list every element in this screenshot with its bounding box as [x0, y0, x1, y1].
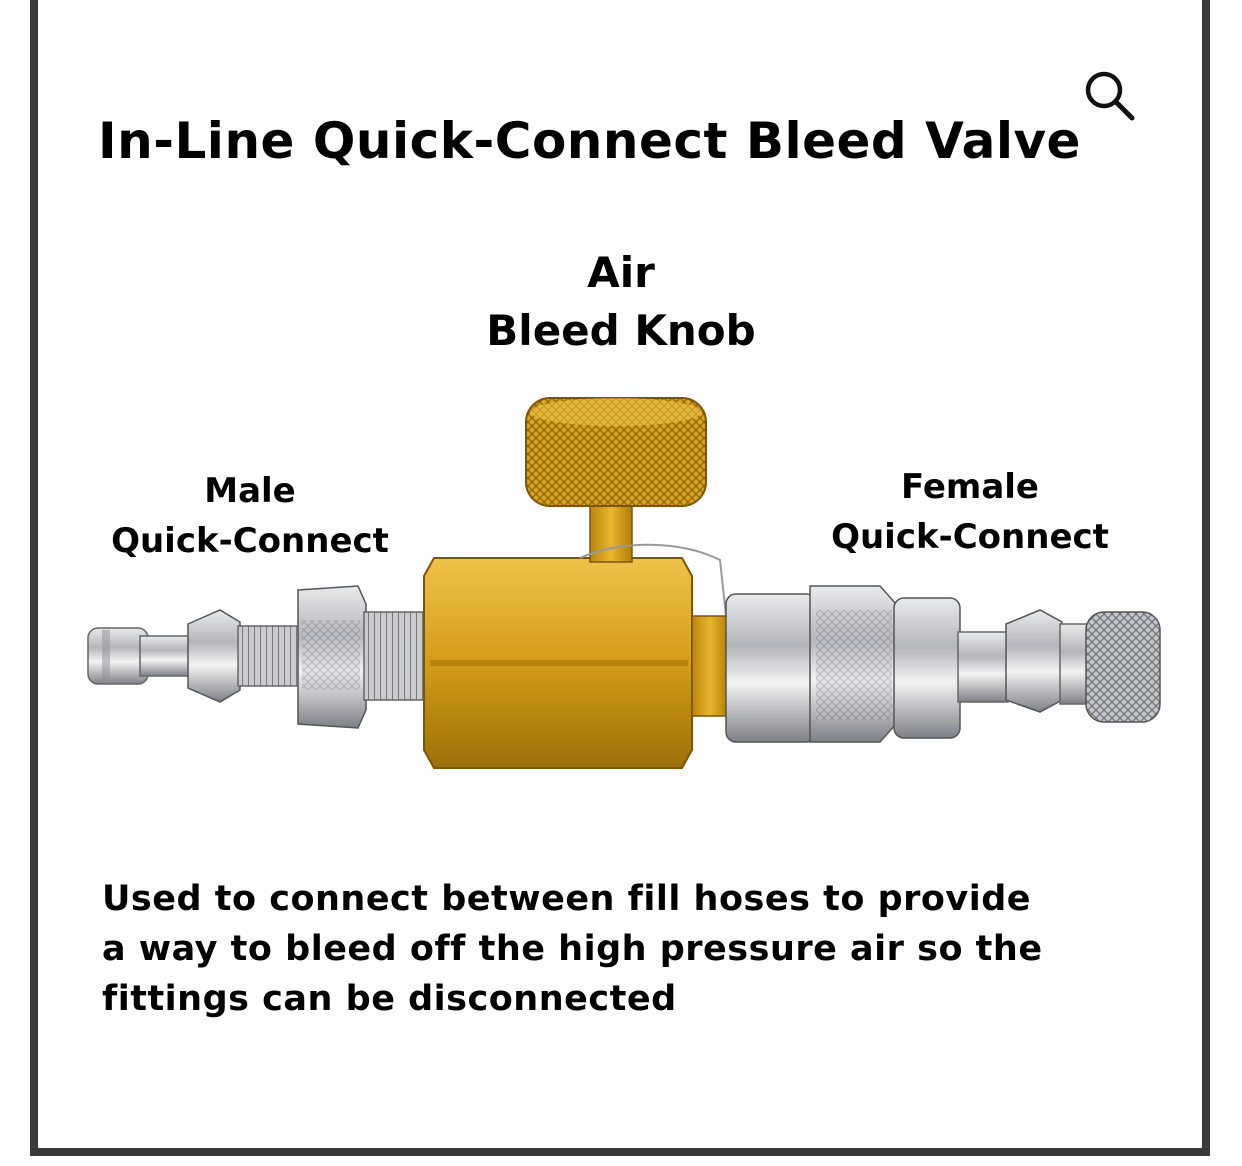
air-bleed-knob-label: Air Bleed Knob — [486, 248, 756, 355]
male-quick-connect-label: Male Quick-Connect — [111, 471, 389, 561]
bleed-valve-photo — [87, 397, 1161, 769]
female-quick-connect-label: Female Quick-Connect — [831, 467, 1109, 557]
product-description: Used to connect between fill hoses to pr… — [102, 879, 1043, 1019]
magnifier-icon — [1085, 71, 1135, 121]
zoom-button[interactable] — [1078, 64, 1140, 126]
product-title: In-Line Quick-Connect Bleed Valve — [98, 112, 1081, 170]
